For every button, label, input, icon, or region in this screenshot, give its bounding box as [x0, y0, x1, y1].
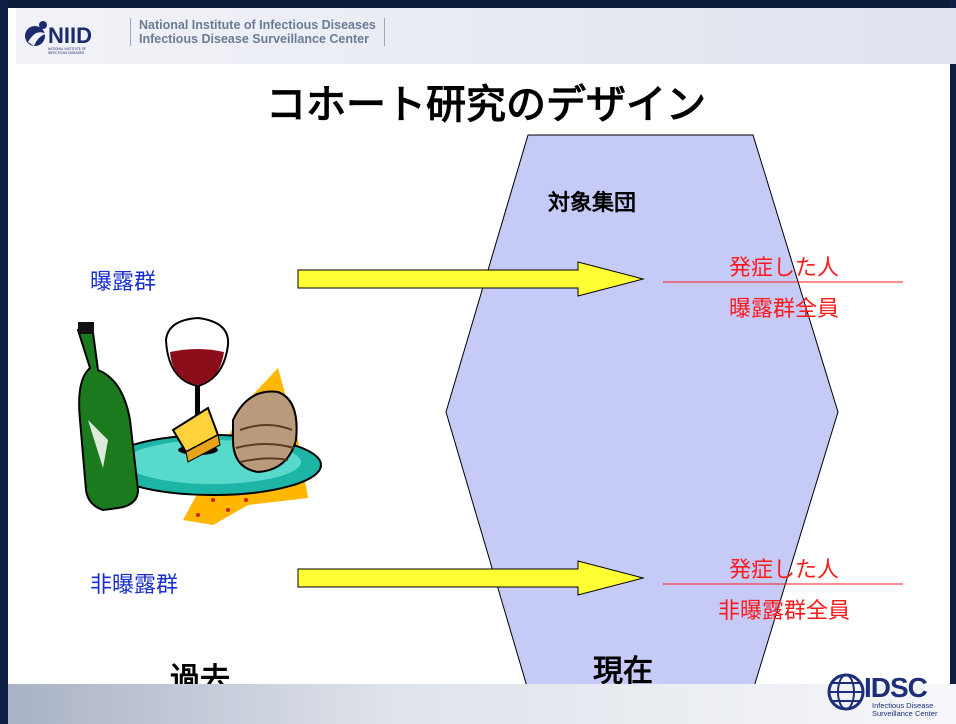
exposed-denominator: 曝露群全員: [728, 297, 839, 322]
idsc-logo-subtitle: Infectious Disease Surveillance Center: [872, 701, 938, 718]
present-label: 現在: [593, 654, 653, 689]
page-title: コホート研究のデザイン: [266, 82, 706, 128]
unexposed-numerator: 発症した人: [728, 558, 839, 583]
cohort-diagram: [76, 134, 903, 691]
niid-logo-text: NIID: [48, 23, 92, 48]
svg-text:INFECTIOUS DISEASES: INFECTIOUS DISEASES: [48, 51, 84, 55]
org-name-line2: Infectious Disease Surveillance Center: [139, 32, 369, 46]
exposed-numerator: 発症した人: [728, 256, 839, 281]
food-wine-illustration: [76, 316, 322, 525]
population-label: 対象集団: [548, 191, 637, 216]
header-bar: [16, 8, 956, 64]
niid-logo: NIID NATIONAL INSTITUTE OF INFECTIOUS DI…: [25, 21, 92, 55]
unexposed-group-label: 非曝露群: [90, 573, 179, 598]
exposed-group-label: 曝露群: [90, 270, 157, 295]
exposed-arrow: [297, 261, 645, 297]
org-name: National Institute of Infectious Disease…: [130, 18, 385, 46]
idsc-logo-text: IDSC: [864, 672, 928, 703]
footer-bar: [8, 684, 956, 724]
org-name-line1: National Institute of Infectious Disease…: [139, 18, 376, 32]
unexposed-arrow: [297, 560, 645, 596]
svg-text:NATIONAL INSTITUTE OF: NATIONAL INSTITUTE OF: [48, 47, 86, 51]
idsc-globe-icon: [827, 673, 865, 711]
unexposed-denominator: 非曝露群全員: [717, 599, 850, 624]
